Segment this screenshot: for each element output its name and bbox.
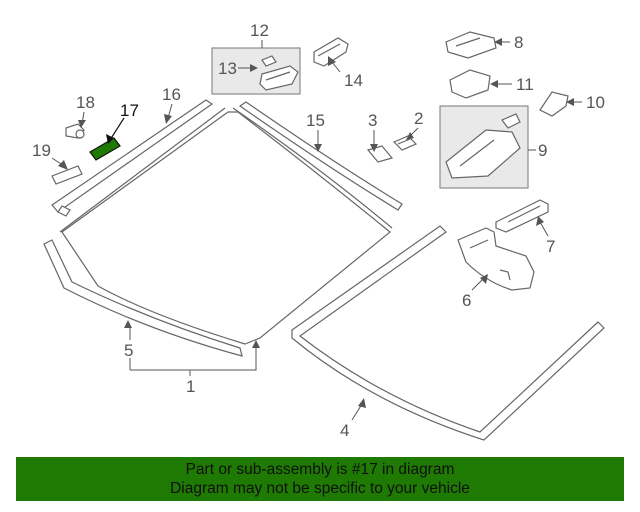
callout-10: 10 [586,93,605,112]
part-9-assembly [439,105,529,189]
callout-4: 4 [340,421,349,440]
part-18-clip [65,123,85,139]
part-8-sensor-bracket [445,31,497,59]
callout-2: 2 [414,109,423,128]
callout-11: 11 [516,75,534,94]
part-3-clip [366,145,394,163]
callout-17: 17 [120,101,139,120]
part-11-bracket [449,69,491,99]
leader-lines [51,38,582,421]
callout-18: 18 [76,93,95,112]
callout-5: 5 [124,341,133,360]
callout-13: 13 [218,59,237,78]
info-banner: Part or sub-assembly is #17 in diagram D… [16,457,624,501]
windshield-glass [59,107,393,345]
banner-line-1: Part or sub-assembly is #17 in diagram [185,461,455,478]
callout-9: 9 [538,141,547,160]
part-7-bracket [495,199,549,233]
part-19-label [51,165,83,185]
callout-15: 15 [306,111,325,130]
callout-19: 19 [32,141,51,160]
callout-1: 1 [186,377,195,396]
part-5-molding [43,239,243,357]
parts-diagram: 1 2 3 4 5 6 7 8 9 10 11 12 13 14 15 16 1… [32,21,605,441]
part-14-cover [313,37,349,67]
banner-line-2: Diagram may not be specific to your vehi… [170,480,470,497]
callout-12: 12 [250,21,269,40]
part-12-assembly [211,47,301,95]
callout-3: 3 [368,111,377,130]
callout-14: 14 [344,71,363,90]
part-6-mirror-cover [457,227,535,291]
part-2-clip [392,135,418,151]
part-4-rear-glass [291,225,605,441]
part-16-molding [51,99,214,217]
callout-16: 16 [162,85,181,104]
part-15-molding [238,101,403,211]
callout-6: 6 [462,291,471,310]
part-17-highlighted [89,137,121,161]
callout-labels: 1 2 3 4 5 6 7 8 9 10 11 12 13 14 15 16 1… [32,21,605,440]
callout-7: 7 [546,237,555,256]
callout-8: 8 [514,33,523,52]
part-10-clip [539,91,569,117]
